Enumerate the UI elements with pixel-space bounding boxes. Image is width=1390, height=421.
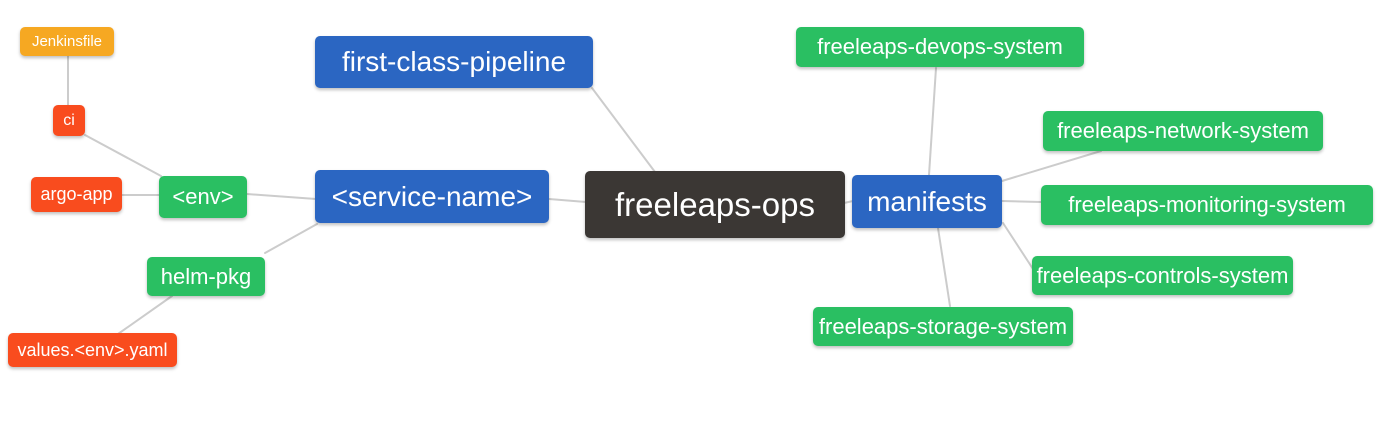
edge-ci-env bbox=[84, 134, 162, 177]
node-devops-system[interactable]: freeleaps-devops-system bbox=[796, 27, 1084, 67]
node-values-env-yaml[interactable]: values.<env>.yaml bbox=[8, 333, 177, 367]
node-root-freeleaps-ops[interactable]: freeleaps-ops bbox=[585, 171, 845, 238]
node-first-class-pipeline[interactable]: first-class-pipeline bbox=[315, 36, 593, 88]
edge-service-name-root bbox=[548, 198, 587, 203]
edge-manifests-storage bbox=[937, 227, 951, 307]
node-env[interactable]: <env> bbox=[159, 176, 247, 218]
edge-pipeline-root bbox=[591, 87, 656, 173]
edge-manifests-devops bbox=[928, 67, 937, 176]
node-controls-system[interactable]: freeleaps-controls-system bbox=[1032, 256, 1293, 295]
edge-env-service-name bbox=[246, 193, 317, 200]
node-manifests[interactable]: manifests bbox=[852, 175, 1002, 228]
node-monitoring-system[interactable]: freeleaps-monitoring-system bbox=[1041, 185, 1373, 225]
node-argo-app[interactable]: argo-app bbox=[31, 177, 122, 212]
edge-manifests-monitoring bbox=[1001, 200, 1042, 203]
edge-manifests-controls bbox=[1002, 222, 1034, 270]
node-jenkinsfile[interactable]: Jenkinsfile bbox=[20, 27, 114, 56]
node-storage-system[interactable]: freeleaps-storage-system bbox=[813, 307, 1073, 346]
node-ci[interactable]: ci bbox=[53, 105, 85, 136]
node-helm-pkg[interactable]: helm-pkg bbox=[147, 257, 265, 296]
node-network-system[interactable]: freeleaps-network-system bbox=[1043, 111, 1323, 151]
edge-helm-pkg-service-name bbox=[264, 223, 318, 254]
node-service-name[interactable]: <service-name> bbox=[315, 170, 549, 223]
edge-root-manifests bbox=[843, 200, 854, 204]
edge-manifests-network bbox=[1001, 150, 1102, 182]
edge-helm-pkg-values bbox=[117, 295, 173, 335]
